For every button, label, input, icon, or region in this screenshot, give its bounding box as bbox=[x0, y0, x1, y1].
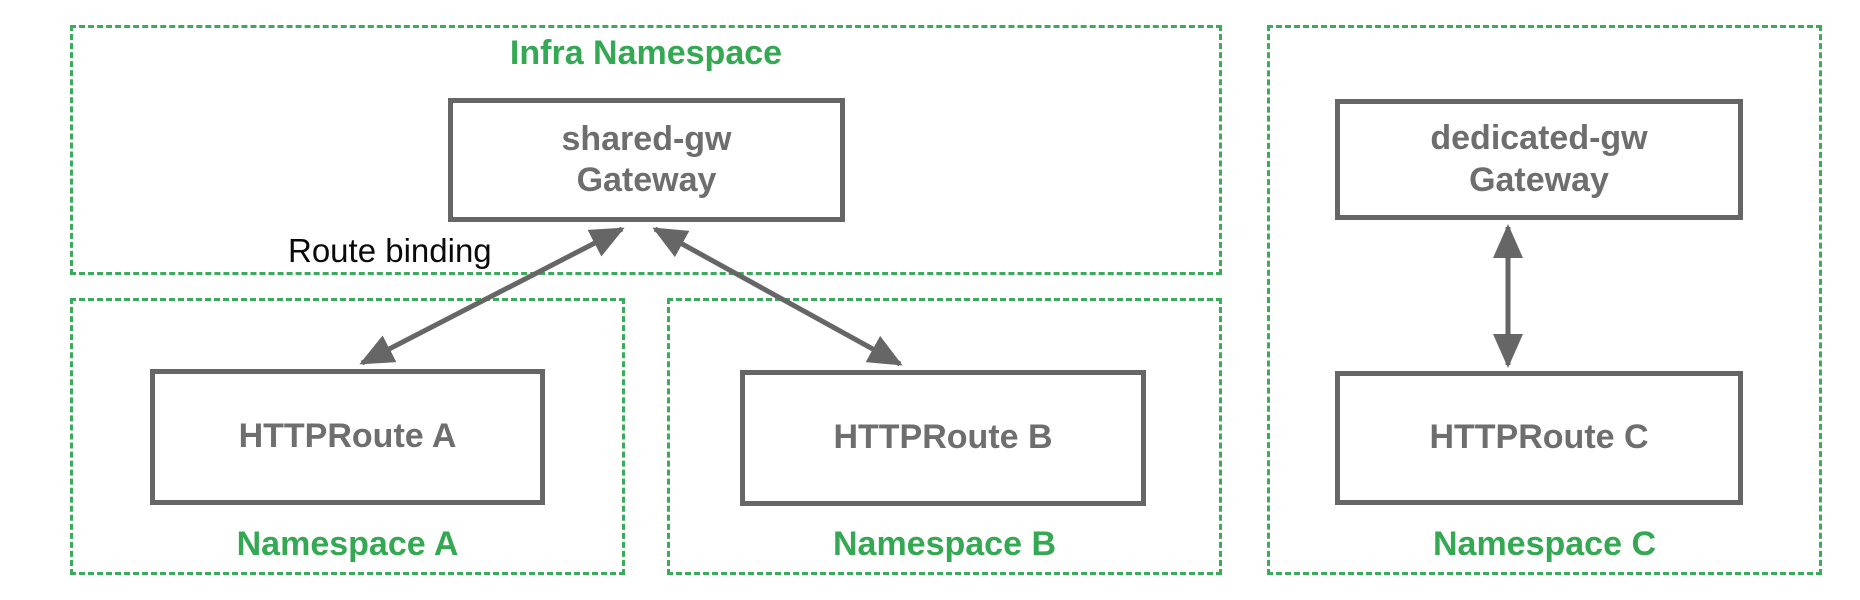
edge-httproute-b-to-shared-gw bbox=[652, 226, 903, 367]
node-httproute-a: HTTPRoute A bbox=[150, 369, 545, 505]
namespace-box-c: Namespace C bbox=[1267, 25, 1822, 575]
node-dedicated-gw-gateway-label: dedicated-gw Gateway bbox=[1430, 119, 1648, 199]
namespace-label-infra: Infra Namespace bbox=[509, 34, 783, 72]
namespace-box-infra: Infra Namespace bbox=[70, 25, 1222, 275]
node-httproute-b: HTTPRoute B bbox=[740, 370, 1146, 506]
namespace-box-b: Namespace B bbox=[667, 298, 1222, 575]
route-binding-annotation: Route binding bbox=[288, 232, 492, 269]
node-dedicated-gw-gateway: dedicated-gw Gateway bbox=[1335, 99, 1743, 220]
node-httproute-c: HTTPRoute C bbox=[1335, 371, 1743, 505]
node-shared-gw-gateway: shared-gw Gateway bbox=[448, 98, 845, 222]
node-httproute-b-label: HTTPRoute B bbox=[833, 418, 1053, 457]
namespace-label-b: Namespace B bbox=[832, 525, 1056, 563]
namespace-label-c: Namespace C bbox=[1432, 525, 1656, 563]
node-httproute-c-label: HTTPRoute C bbox=[1429, 418, 1649, 457]
namespace-box-a: Namespace A bbox=[70, 298, 625, 575]
namespace-label-a: Namespace A bbox=[236, 525, 459, 563]
node-shared-gw-gateway-label: shared-gw Gateway bbox=[561, 119, 732, 199]
node-httproute-a-label: HTTPRoute A bbox=[238, 417, 457, 456]
edge-httproute-a-to-shared-gw bbox=[359, 226, 625, 366]
